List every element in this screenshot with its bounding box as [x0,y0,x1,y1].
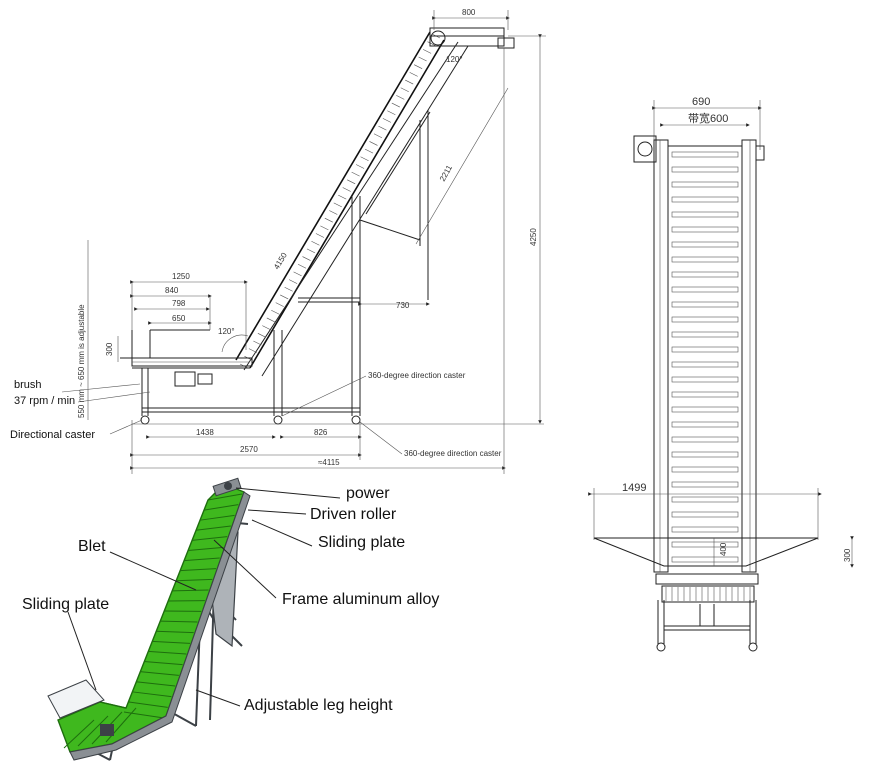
side-dimensions: 800 120° 4150 2211 4250 1250 840 798 650… [77,8,546,474]
note-directional-caster: Directional caster [10,429,95,441]
front-view: 690 带宽600 1499 400 300 [588,96,854,652]
dim-offset-730: 730 [396,301,410,310]
support-frame [140,110,431,425]
dim-upper-section: 2211 [438,163,454,183]
dim-4115: ≈4115 [318,458,340,467]
note-speed: 37 rpm / min [14,395,75,407]
note-360-caster-b: 360-degree direction caster [404,449,502,458]
note-brush: brush [14,379,42,391]
incline-conveyor [235,27,515,377]
callout-sliding-plate-left: Sliding plate [22,596,109,613]
dim-conveyor-length: 4150 [272,251,289,271]
dim-400: 400 [719,542,728,556]
dim-826: 826 [314,428,328,437]
side-view: 800 120° 4150 2211 4250 1250 840 798 650… [10,8,546,474]
callout-sliding-plate-top: Sliding plate [318,534,405,551]
dim-top-width: 800 [462,8,476,17]
dim-1438: 1438 [196,428,214,437]
dim-belt-width: 带宽600 [688,111,728,125]
callout-frame-aluminum: Frame aluminum alloy [282,591,439,608]
horizontal-feed-section [120,329,253,387]
dim-angle-bottom: 120° [218,327,235,336]
dim-2570: 2570 [240,445,258,454]
note-360-caster-a: 360-degree direction caster [368,371,466,380]
dim-total-height: 4250 [529,228,538,246]
callout-power: power [346,485,390,502]
dim-angle-top: 120° [446,55,463,64]
dim-hopper-798: 798 [172,299,186,308]
dim-front-width-690: 690 [692,96,710,108]
dim-height-300: 300 [105,342,114,356]
adjustable-height-note: 550 mm ~ 650 mm is adjustable [77,304,86,418]
dim-300: 300 [843,548,852,562]
callout-adjustable-leg: Adjustable leg height [244,697,393,714]
isometric-view: power Driven roller Sliding plate Blet F… [22,477,439,761]
dim-hopper-840: 840 [165,286,179,295]
callout-blet: Blet [78,538,106,555]
callout-driven-roller: Driven roller [310,506,397,523]
dim-hopper-1499: 1499 [622,482,646,494]
dim-hopper-1250: 1250 [172,272,190,281]
dim-hopper-650: 650 [172,314,186,323]
side-notes: 360-degree direction caster 360-degree d… [10,371,502,458]
